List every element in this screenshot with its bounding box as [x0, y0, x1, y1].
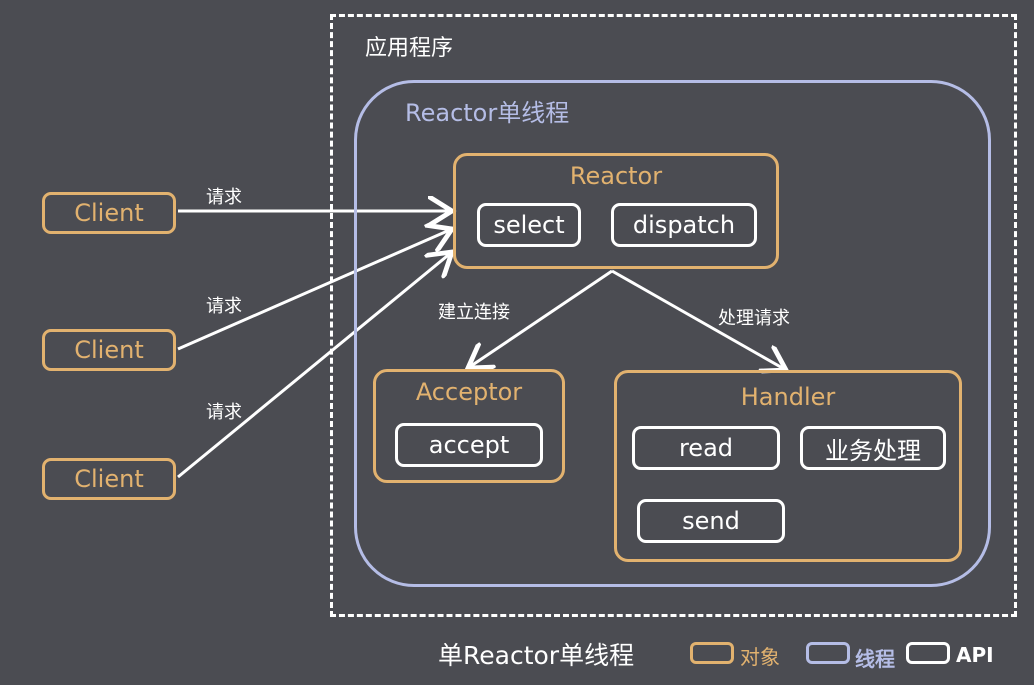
- client-1: Client: [42, 192, 176, 234]
- edge-label-request-1: 请求: [206, 187, 242, 208]
- reactor-title: Reactor: [569, 162, 663, 190]
- acceptor-object: Acceptor: [373, 369, 565, 483]
- legend-thread-label: 线程: [855, 647, 895, 671]
- legend-object-label: 对象: [740, 645, 780, 669]
- reactor-thread-boundary: [354, 80, 991, 587]
- edge-label-establish-connection: 建立连接: [438, 302, 510, 323]
- legend-api-label: API: [956, 643, 994, 667]
- reactor-object: Reactor: [453, 153, 779, 269]
- api-select: select: [477, 203, 581, 247]
- handler-object: Handler: [614, 370, 962, 562]
- edge-label-handle-request: 处理请求: [718, 308, 790, 329]
- client-2: Client: [42, 329, 176, 371]
- api-accept: accept: [395, 423, 543, 467]
- legend-api-swatch: [906, 642, 950, 664]
- api-dispatch: dispatch: [611, 203, 757, 247]
- edge-label-request-2: 请求: [206, 296, 242, 317]
- api-read: read: [632, 426, 780, 470]
- legend-object-swatch: [690, 642, 734, 664]
- arrow-reactor-to-handler: [611, 269, 786, 370]
- acceptor-title: Acceptor: [415, 378, 523, 406]
- application-label: 应用程序: [365, 36, 454, 61]
- legend-title: 单Reactor单线程: [438, 641, 635, 670]
- legend-thread-swatch: [806, 642, 850, 664]
- arrow-client2-to-reactor: [177, 229, 452, 351]
- client-3: Client: [42, 458, 176, 500]
- application-boundary: [330, 14, 1017, 617]
- reactor-thread-label: Reactor单线程: [405, 99, 570, 127]
- arrow-reactor-to-acceptor: [468, 269, 613, 368]
- arrow-client3-to-reactor: [177, 252, 452, 479]
- api-send: send: [637, 499, 785, 543]
- api-business-processing: 业务处理: [800, 426, 946, 470]
- handler-title: Handler: [740, 383, 836, 411]
- edge-label-request-3: 请求: [206, 402, 242, 423]
